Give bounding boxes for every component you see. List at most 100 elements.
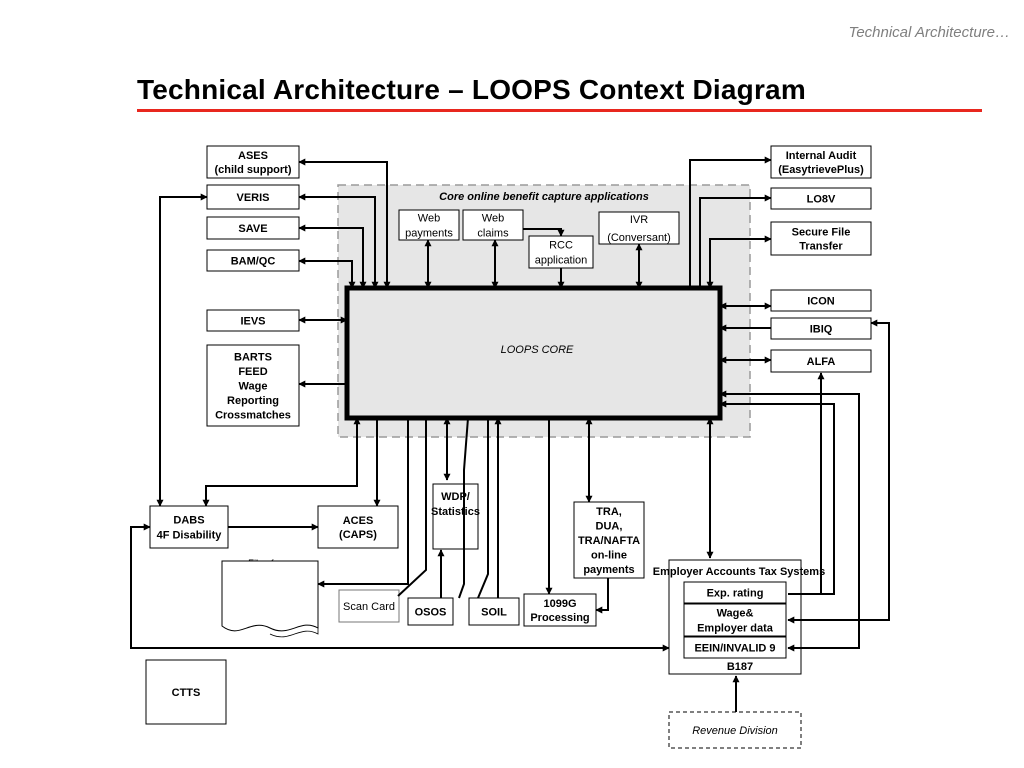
conn-veris — [298, 193, 379, 289]
p1099g-box: 1099G Processing — [523, 593, 597, 627]
save-label-0: SAVE — [238, 223, 267, 235]
bam-qc-box: BAM/QC — [206, 249, 300, 272]
conn-secure-file — [706, 235, 772, 289]
veris-box-frame — [206, 184, 300, 210]
rcc-label-1: application — [535, 255, 588, 267]
aces-box: ACES (CAPS) — [317, 505, 399, 549]
tra-label-0: TRA, — [596, 506, 622, 518]
header-caption: Technical Architecture… — [848, 24, 1010, 41]
scan-card-box: Scan Card — [338, 589, 400, 623]
barts-label-2: Wage — [239, 381, 268, 393]
b187-label: B187 — [727, 661, 753, 673]
secure-file-label-1: Transfer — [799, 241, 843, 253]
p1099g-label-1: Processing — [530, 612, 589, 624]
rcc-box: RCC application — [528, 235, 594, 269]
ivr-box: IVR (Conversant) — [598, 211, 680, 245]
dabs-box-frame — [149, 505, 229, 549]
web-claims-box: Web claims — [462, 209, 524, 241]
veris-box: VERIS — [206, 184, 300, 210]
conn-dabs-eats — [130, 523, 670, 652]
wage-employer-label-1: Employer data — [697, 623, 774, 635]
p1099g-label-0: 1099G — [543, 598, 576, 610]
ases-label-0: ASES — [238, 150, 268, 162]
eein-label-0: EEIN/INVALID 9 — [694, 643, 775, 655]
ievs-box: IEVS — [206, 309, 300, 332]
barts-label-0: BARTS — [234, 351, 272, 363]
ctts-label-0: CTTS — [172, 687, 201, 699]
ases-label-1: (child support) — [215, 164, 292, 176]
conn-lo8v — [699, 194, 772, 288]
dabs-label-0: DABS — [173, 515, 204, 527]
osos-label-0: OSOS — [415, 607, 447, 619]
tra-label-4: payments — [583, 564, 634, 576]
conn-bam — [298, 257, 356, 289]
conn-ibiq-wage — [787, 319, 890, 624]
ivr-label-0: IVR — [630, 214, 648, 226]
revenue-division-label-0: Revenue Division — [692, 725, 778, 737]
conn-core-exp — [719, 400, 835, 595]
osos-box: OSOS — [407, 597, 454, 626]
conn-core-eein — [719, 390, 860, 652]
soil-box: SOIL — [468, 597, 520, 626]
loops-core-label: LOOPS CORE — [501, 344, 574, 356]
exp-rating-label-0: Exp. rating — [707, 588, 764, 600]
aces-box-frame — [317, 505, 399, 549]
revenue-division-box: Revenue Division — [668, 711, 802, 749]
secure-file-box-frame — [770, 221, 872, 256]
title-underline — [137, 109, 982, 112]
conn-save — [298, 224, 367, 289]
internal-audit-label-0: Internal Audit — [786, 150, 857, 162]
soil-label-0: SOIL — [481, 607, 507, 619]
ievs-label-0: IEVS — [240, 316, 265, 328]
internal-audit-label-1: (EasytrievePlus) — [778, 164, 864, 176]
web-claims-label-0: Web — [482, 213, 504, 225]
lo8v-label-0: LO8V — [807, 194, 836, 206]
tra-label-3: on-line — [591, 550, 627, 562]
wage-employer-box: Wage&Employer data — [683, 603, 787, 637]
internal-audit-box-frame — [770, 145, 872, 179]
conn-internal-audit — [689, 156, 772, 288]
rcc-box-frame — [528, 235, 594, 269]
conn-claims-rcc — [523, 228, 565, 237]
secure-file-label-0: Secure File — [792, 227, 851, 239]
ctts-box-frame — [145, 659, 227, 725]
lo8v-box: LO8V — [770, 187, 872, 210]
web-payments-label-1: payments — [405, 228, 453, 240]
internal-audit-box: Internal Audit (EasytrievePlus) — [770, 145, 872, 179]
revenue-division-box-frame — [668, 711, 802, 749]
conn-tra-1099g — [595, 578, 609, 614]
barts-label-4: Crossmatches — [215, 410, 291, 422]
ctts-box: CTTS — [145, 659, 227, 725]
barts-label-3: Reporting — [227, 395, 279, 407]
ibiq-box: IBIQ — [770, 317, 872, 340]
conn-core-files — [317, 418, 409, 588]
exp-rating-box: Exp. rating — [683, 581, 787, 604]
conn-ases — [298, 158, 391, 289]
slide-title: Technical Architecture – LOOPS Context D… — [137, 74, 806, 105]
alfa-label-0: ALFA — [807, 356, 836, 368]
web-claims-label-1: claims — [477, 228, 509, 240]
conn-veris-dabs — [156, 193, 208, 507]
conn-core-scancard — [397, 418, 427, 597]
alfa-box: ALFA — [770, 349, 872, 373]
files-document-shape — [221, 560, 319, 632]
tra-label-2: TRA/NAFTA — [578, 535, 640, 547]
ivr-label-1: (Conversant) — [607, 232, 671, 244]
web-claims-box-frame — [462, 209, 524, 241]
eein-box: EEIN/INVALID 9 — [683, 636, 787, 659]
eats-title: Employer Accounts Tax Systems — [653, 566, 825, 578]
web-payments-box-frame — [398, 209, 460, 241]
rcc-label-0: RCC — [549, 240, 573, 252]
wdp-label-0: WDP/ — [441, 491, 470, 503]
aces-label-1: (CAPS) — [339, 529, 377, 541]
icon-box: ICON — [770, 289, 872, 312]
ibiq-label-0: IBIQ — [810, 324, 833, 336]
veris-label-0: VERIS — [236, 192, 269, 204]
icon-label-0: ICON — [807, 296, 835, 308]
aces-label-0: ACES — [343, 515, 374, 527]
